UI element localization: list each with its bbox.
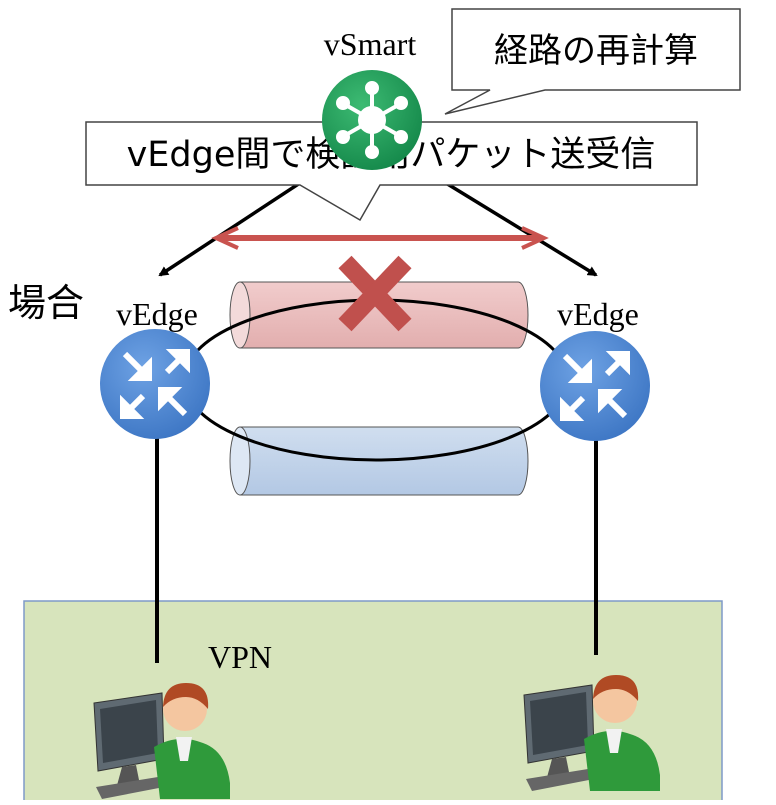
probe-arrow [211,226,549,250]
side-text: 場合 [8,281,84,325]
vedge-right-label: vEdge [557,296,639,332]
user-at-computer-icon [523,675,660,791]
vedge-left-label: vEdge [116,296,198,332]
x-mark-icon [338,255,412,332]
recalc-callout-text: 経路の再計算 [494,31,698,71]
vsmart-label: vSmart [324,26,417,62]
user-at-computer-icon [93,683,230,799]
recalc-callout: 経路の再計算 [444,8,741,115]
router-arrows-icon [100,329,210,439]
router-arrows-icon [540,331,650,441]
vpn-label: VPN [208,639,272,675]
vsmart-hub-icon [322,70,422,170]
